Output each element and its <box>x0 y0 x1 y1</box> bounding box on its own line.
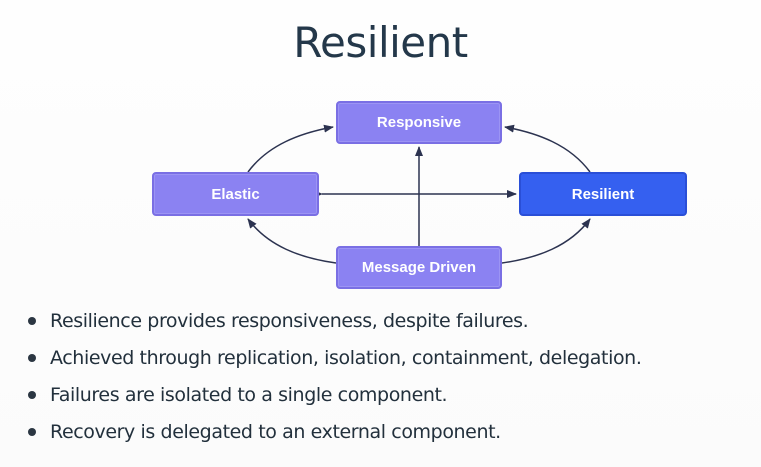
bullet-text: Failures are isolated to a single compon… <box>50 384 448 406</box>
bullet-dot <box>28 317 36 325</box>
bullet-list: Resilience provides responsiveness, desp… <box>28 312 642 460</box>
bullet-item: Recovery is delegated to an external com… <box>28 423 641 442</box>
arrow-message-to-elastic <box>247 218 337 264</box>
arrow-resilient-to-responsive <box>504 124 591 173</box>
node-elastic: Elastic <box>152 172 319 216</box>
bullet-dot <box>28 428 36 436</box>
bullet-item: Failures are isolated to a single compon… <box>28 386 641 405</box>
bullet-dot <box>28 391 36 399</box>
node-resilient: Resilient <box>519 172 687 216</box>
bullet-text: Achieved through replication, isolation,… <box>50 347 642 369</box>
slide-title: Resilient <box>293 18 468 67</box>
bullet-text: Resilience provides responsiveness, desp… <box>50 310 529 332</box>
bullet-text: Recovery is delegated to an external com… <box>50 421 501 443</box>
bullet-item: Achieved through replication, isolation,… <box>28 347 642 369</box>
arrow-elastic-to-responsive <box>247 124 334 173</box>
node-responsive: Responsive <box>336 101 502 144</box>
node-message-driven: Message Driven <box>336 246 502 289</box>
bullet-item: Resilience provides responsiveness, desp… <box>28 312 641 331</box>
bullet-dot <box>28 354 36 362</box>
arrow-message-to-resilient <box>501 218 591 264</box>
